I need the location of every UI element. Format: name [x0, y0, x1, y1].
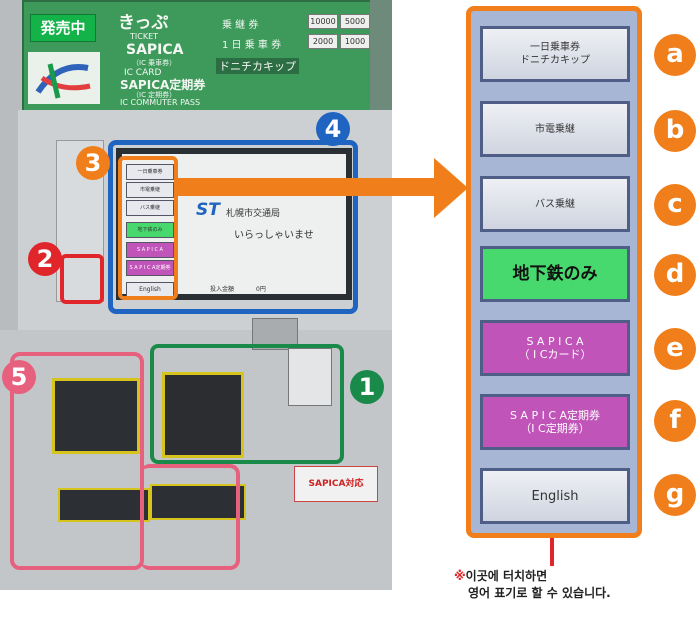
zoom-btn-subway-only[interactable]: 地下鉄のみ: [480, 246, 630, 302]
oneday-ticket-label: 1 日 乗 車 券: [222, 40, 282, 51]
screen-org: 札幌市交通局: [226, 209, 281, 219]
letter-c: c: [654, 184, 696, 226]
zoom-btn-sapica-line1: S A P I C A: [526, 335, 584, 348]
letter-e: e: [654, 328, 696, 370]
ticket-heading: きっぷ: [118, 13, 169, 33]
screen-btn-e[interactable]: S A P I C A: [126, 242, 174, 258]
ticket-receipt-slot[interactable]: [150, 484, 246, 520]
zoom-btn-sapica-pass-line2: （I C定期券）: [520, 422, 590, 435]
card-return-slot[interactable]: [58, 488, 150, 522]
screen-brand: ST: [196, 200, 220, 220]
button-highlight-2: [60, 254, 104, 304]
sapica-label: SAPICA: [126, 42, 184, 58]
screen-btn-c[interactable]: バス乗継: [126, 200, 174, 216]
sapica-sticker: SAPICA対応: [294, 466, 378, 502]
banknote-highlight-1: [150, 344, 344, 464]
letter-g: g: [654, 474, 696, 516]
zoom-btn-streetcar-transfer[interactable]: 市電乗継: [480, 101, 630, 157]
callout-4: 4: [316, 112, 350, 146]
ic-card-label: IC CARD: [124, 68, 162, 78]
ic-commuter-label: IC COMMUTER PASS: [120, 98, 201, 107]
letter-d: d: [654, 254, 696, 296]
screen-amount-label: 投入金額: [210, 286, 235, 293]
note-line-2: 영어 표기로 할 수 있습니다.: [468, 586, 611, 600]
screen-welcome: いらっしゃいませ: [234, 230, 314, 241]
note-mark: ※: [454, 569, 466, 583]
note-pointer-line: [550, 538, 554, 566]
transfer-ticket-label: 乗 継 券: [222, 20, 259, 31]
zoom-btn-sapica-line2: （ I Cカード）: [518, 348, 592, 361]
zoom-btn-bus-transfer[interactable]: バス乗継: [480, 176, 630, 232]
machine-top-side: [370, 0, 392, 110]
screen-btn-b[interactable]: 市電乗継: [126, 182, 174, 198]
zoom-btn-bus-label: バス乗継: [535, 198, 575, 210]
on-sale-badge: 発売中: [30, 14, 96, 42]
zoom-arrow-head: [434, 158, 468, 218]
screen-btn-d[interactable]: 地下鉄のみ: [126, 222, 174, 238]
transit-logo: [28, 52, 100, 104]
zoom-btn-sapica-pass[interactable]: S A P I C A定期券 （I C定期券）: [480, 394, 630, 450]
zoom-btn-oneday[interactable]: 一日乗車券 ドニチカキップ: [480, 26, 630, 82]
banknote-label-2000: 2000: [308, 34, 338, 49]
screen-amount-value: 0円: [256, 286, 266, 293]
buttons-highlight-3: [118, 156, 178, 300]
zoom-btn-sapica[interactable]: S A P I C A （ I Cカード）: [480, 320, 630, 376]
sapica-pass-label: SAPICA定期券: [120, 78, 206, 92]
ticket-en-label: TICKET: [130, 32, 159, 41]
letter-f: f: [654, 400, 696, 442]
zoom-btn-streetcar-label: 市電乗継: [535, 123, 575, 135]
screen-highlight-4: [108, 140, 358, 314]
zoom-btn-oneday-line1: 一日乗車券: [530, 42, 580, 53]
sapica-pass-sub-label: （IC 定期券）: [132, 91, 177, 99]
screen-btn-a[interactable]: 一日乗車券: [126, 164, 174, 180]
zoom-btn-oneday-line2: ドニチカキップ: [520, 55, 590, 66]
banknote-label-1000: 1000: [340, 34, 370, 49]
donichika-label: ドニチカキップ: [216, 58, 299, 74]
sapica-sub-label: （IC 乗車券）: [132, 59, 177, 67]
note-line-1-text: 이곳에 터치하면: [465, 569, 548, 583]
zoom-btn-sapica-pass-line1: S A P I C A定期券: [509, 409, 601, 422]
note-line-1: ※이곳에 터치하면: [454, 568, 694, 585]
zoom-btn-english-label: English: [531, 488, 579, 504]
banknote-label-10000: 10000: [308, 14, 338, 29]
note-text: ※이곳에 터치하면 영어 표기로 할 수 있습니다.: [454, 568, 694, 602]
banknote-slot[interactable]: [162, 372, 244, 458]
letter-b: b: [654, 110, 696, 152]
banknote-label-5000: 5000: [340, 14, 370, 29]
zoom-btn-english[interactable]: English: [480, 468, 630, 524]
ic-card-slot[interactable]: [52, 378, 140, 454]
letter-a: a: [654, 34, 696, 76]
callout-2: 2: [28, 242, 62, 276]
callout-5: 5: [2, 360, 36, 394]
zoom-btn-subway-label: 地下鉄のみ: [512, 263, 598, 284]
zoom-arrow-shaft: [176, 178, 436, 196]
coin-slot[interactable]: [288, 348, 332, 406]
transit-logo-icon: [35, 63, 91, 99]
card-highlight-5-right: [140, 464, 240, 570]
callout-1: 1: [350, 370, 384, 404]
screen-btn-f[interactable]: S A P I C A定期券: [126, 260, 174, 276]
card-highlight-5-left: [10, 352, 144, 570]
callout-3: 3: [76, 146, 110, 180]
